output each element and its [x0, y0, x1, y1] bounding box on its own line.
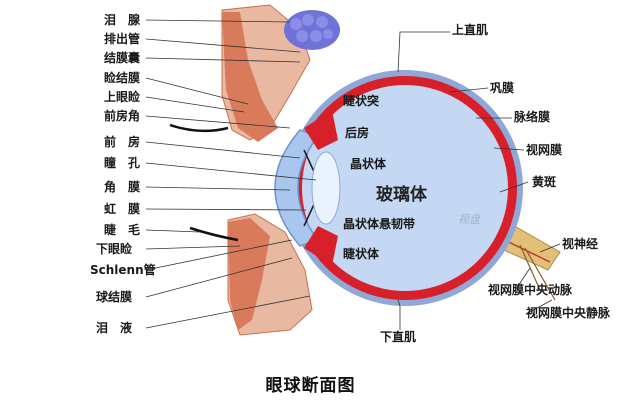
label-inferior-rectus: 下直肌 [380, 330, 417, 344]
label-iris: 虹 膜 [104, 202, 141, 216]
upper-eyelid-skin [222, 12, 278, 142]
vitreous-body [302, 85, 508, 291]
lacrimal-gland-icon [284, 10, 340, 50]
label-pupil: 瞳 孔 [104, 156, 141, 170]
label-upper-eyelid: 上眼睑 [104, 90, 141, 104]
label-cornea: 角 膜 [104, 180, 141, 194]
upper-eyelash [169, 123, 229, 133]
label-zonule: 晶状体悬韧带 [343, 217, 416, 231]
left-leader-lines [145, 19, 317, 329]
label-optic-nerve: 视神经 [562, 237, 599, 251]
label-vitreous: 玻璃体 [376, 185, 427, 205]
label-central-artery: 视网膜中央动脉 [488, 283, 573, 297]
label-lower-eyelid: 下眼睑 [96, 242, 133, 256]
label-bulbar-conjunctiva: 球结膜 [96, 290, 133, 304]
label-tears: 泪 液 [96, 321, 133, 335]
label-anterior-chamber: 前 房 [104, 135, 141, 149]
label-palpebral-conjunctiva: 睑结膜 [104, 71, 141, 85]
label-lens: 晶状体 [350, 157, 387, 171]
label-central-vein: 视网膜中央静脉 [526, 306, 611, 320]
right-leader-lines [397, 31, 561, 330]
label-chamber-angle: 前房角 [104, 109, 141, 123]
ciliary-body-lower [304, 226, 338, 266]
label-schlemm-canal: Schlenn管 [90, 263, 156, 277]
label-choroid: 脉络膜 [514, 110, 551, 124]
label-sclera: 巩膜 [490, 81, 515, 95]
label-ciliary-process: 睫状突 [343, 94, 380, 108]
label-optic-disc: 视盘 [458, 213, 480, 226]
lens [311, 151, 341, 225]
diagram-title: 眼球断面图 [265, 376, 356, 396]
label-posterior-chamber: 后房 [345, 126, 370, 140]
lower-eyelash [189, 226, 239, 242]
label-conjunctival-sac: 结膜囊 [104, 51, 141, 65]
label-lacrimal-gland: 泪 腺 [104, 13, 141, 27]
label-ciliary-body: 睫状体 [343, 247, 380, 261]
label-macula: 黄斑 [532, 175, 557, 189]
label-superior-rectus: 上直肌 [452, 23, 489, 37]
label-retina: 视网膜 [526, 143, 563, 157]
ciliary-body-upper [304, 110, 338, 150]
label-excretory-duct: 排出管 [104, 32, 141, 46]
label-eyelash: 睫 毛 [104, 223, 141, 237]
